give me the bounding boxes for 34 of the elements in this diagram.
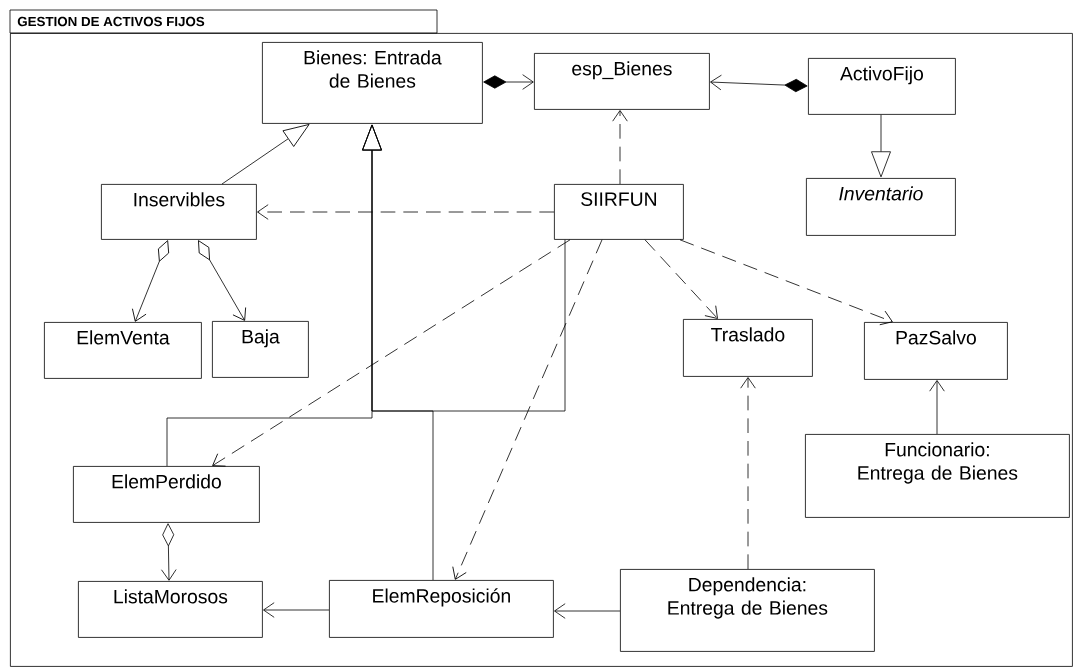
arrow bbox=[263, 602, 330, 618]
class-box: Bienes: Entrada de Bienes bbox=[262, 42, 483, 124]
class-box: Traslado bbox=[683, 319, 813, 377]
arrow bbox=[644, 239, 718, 319]
arrow bbox=[221, 124, 310, 185]
arrow bbox=[871, 114, 891, 178]
class-box: ListaMorosos bbox=[78, 581, 263, 638]
class-box: Funcionario: Entrega de Bienes bbox=[805, 434, 1070, 518]
arrow bbox=[929, 380, 945, 435]
arrow bbox=[554, 603, 621, 619]
arrow bbox=[452, 239, 603, 580]
arrow bbox=[612, 110, 628, 185]
arrow bbox=[710, 74, 808, 93]
class-box: ActivoFijo bbox=[808, 58, 956, 115]
arrow bbox=[161, 523, 177, 581]
arrow bbox=[740, 377, 756, 570]
class-box: Baja bbox=[212, 321, 309, 378]
class-box: Inventario bbox=[806, 178, 956, 236]
class-box: ElemPerdido bbox=[73, 466, 260, 523]
arrow bbox=[257, 204, 555, 220]
class-box: esp_Bienes bbox=[534, 53, 710, 110]
class-box: Dependencia: Entrega de Bienes bbox=[620, 569, 875, 652]
class-box: SIIRFUN bbox=[554, 184, 684, 240]
class-box: PazSalvo bbox=[864, 322, 1008, 380]
arrow bbox=[679, 239, 893, 326]
arrow bbox=[212, 239, 571, 467]
node-label: GESTION DE ACTIVOS FIJOS bbox=[17, 16, 205, 27]
arrow bbox=[362, 124, 566, 412]
class-box: Inservibles bbox=[101, 184, 257, 240]
arrow bbox=[198, 240, 247, 321]
arrow bbox=[483, 74, 534, 90]
class-box: ElemVenta bbox=[44, 322, 202, 379]
arrow bbox=[132, 240, 170, 322]
class-box: ElemReposición bbox=[329, 580, 554, 638]
